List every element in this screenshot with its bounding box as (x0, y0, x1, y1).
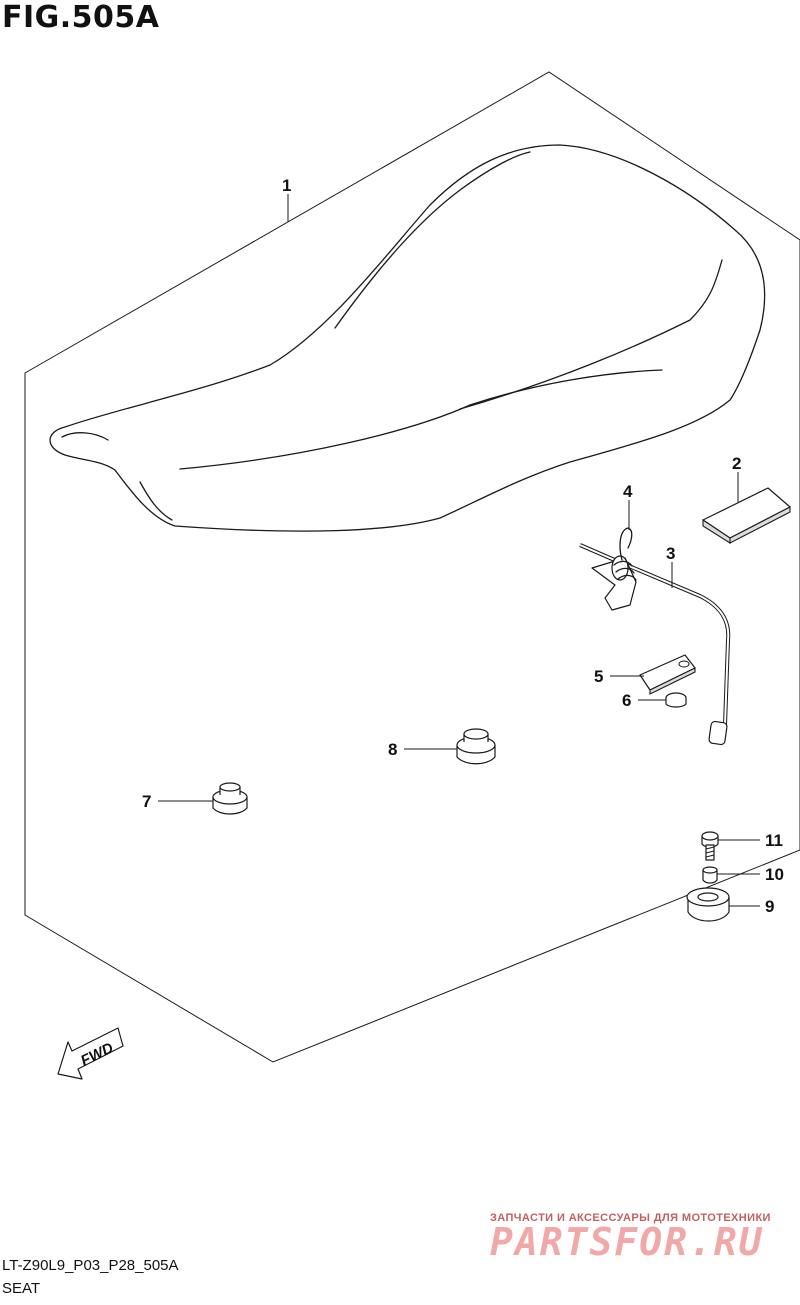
callout-10: 10 (765, 865, 784, 884)
spring-part-4[interactable] (613, 527, 637, 581)
bracket-part-5[interactable] (639, 654, 696, 695)
footer-name: SEAT (2, 1280, 41, 1297)
callout-9: 9 (765, 897, 774, 916)
watermark-tagline: ЗАПЧАСТИ И АКСЕССУАРЫ ДЛЯ МОТОТЕХНИКИ (490, 1212, 771, 1224)
nut-part-6[interactable] (665, 692, 687, 708)
label-part-2[interactable] (702, 487, 791, 544)
watermark-logo: PARTSFOR.RU (490, 1220, 764, 1264)
callout-8: 8 (388, 740, 397, 759)
kit-boundary (24, 71, 800, 1063)
seat-lock-part-3[interactable] (579, 543, 731, 746)
seat-part-1[interactable] (49, 144, 766, 532)
callout-3: 3 (666, 544, 675, 563)
callout-5: 5 (594, 667, 603, 686)
bolt-part-11[interactable] (701, 831, 719, 861)
footer-code: LT-Z90L9_P03_P28_505A (2, 1257, 179, 1274)
cushion-part-7[interactable] (212, 782, 248, 815)
callout-2: 2 (732, 454, 741, 473)
figure-title: FIG.505A (2, 0, 160, 35)
cushion-part-9[interactable] (686, 887, 730, 922)
fwd-arrow: FWD (57, 1027, 124, 1080)
callout-6: 6 (622, 691, 631, 710)
cushion-part-8[interactable] (456, 728, 496, 765)
callout-4: 4 (623, 482, 633, 501)
callout-7: 7 (142, 792, 151, 811)
callout-1: 1 (282, 176, 291, 195)
callout-11: 11 (765, 831, 783, 850)
collar-part-10[interactable] (702, 866, 718, 884)
